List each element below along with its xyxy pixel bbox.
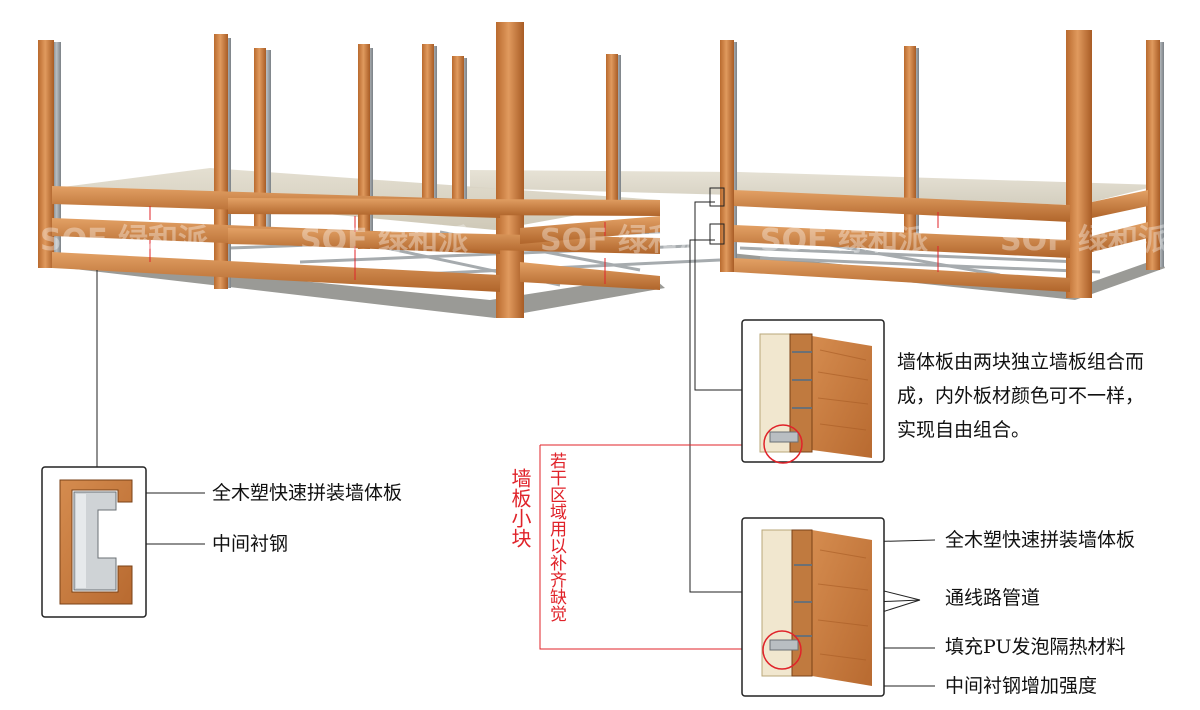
wood-post [358, 44, 370, 249]
watermark: SOF 绿和派 [1000, 223, 1168, 258]
watermark: SOF 绿和派 [760, 223, 928, 258]
steel-liner-shade [76, 494, 86, 588]
leader-bottom-box [690, 240, 742, 592]
watermark: SOF 绿和派 [300, 223, 468, 258]
top-section-box [742, 320, 884, 463]
wood-beam [228, 198, 660, 216]
panel-description: 墙体板由两块独立墙板组合而成，内外板材颜色可不一样，实现自由组合。 [897, 345, 1157, 447]
frame-model: SOF 绿和派 SOF 绿和派 SOF 绿和派 SOF 绿和派 SOF 绿和派 [38, 22, 1168, 318]
bottom-section-box [742, 518, 884, 696]
label-conduit: 通线路管道 [945, 589, 1040, 608]
label-pu-foam: 填充PU发泡隔热材料 [945, 638, 1125, 657]
wood-post [606, 54, 618, 206]
wood-post [452, 56, 464, 211]
left-section-box [42, 467, 146, 617]
label-steel-strength: 中间衬钢增加强度 [945, 677, 1097, 696]
label-filler-title: 墙板小块 [508, 468, 532, 548]
watermark: SOF 绿和派 [40, 223, 208, 258]
watermark: SOF 绿和派 [540, 223, 708, 258]
steel-strip [770, 640, 798, 650]
wood-post [422, 44, 434, 209]
label-filler-note: 若干区域用以补齐缺觉 [546, 452, 566, 622]
label-left-wall-panel: 全木塑快速拼装墙体板 [212, 484, 402, 503]
label-left-steel: 中间衬钢 [212, 535, 288, 554]
red-leader-bottom [540, 445, 760, 649]
label-right-wall-panel: 全木塑快速拼装墙体板 [945, 531, 1135, 550]
red-leaders [540, 441, 768, 653]
steel-strip [770, 432, 798, 442]
wood-post [496, 22, 524, 318]
wood-post [214, 34, 228, 289]
foam-core [762, 530, 792, 676]
wood-post [720, 40, 734, 272]
